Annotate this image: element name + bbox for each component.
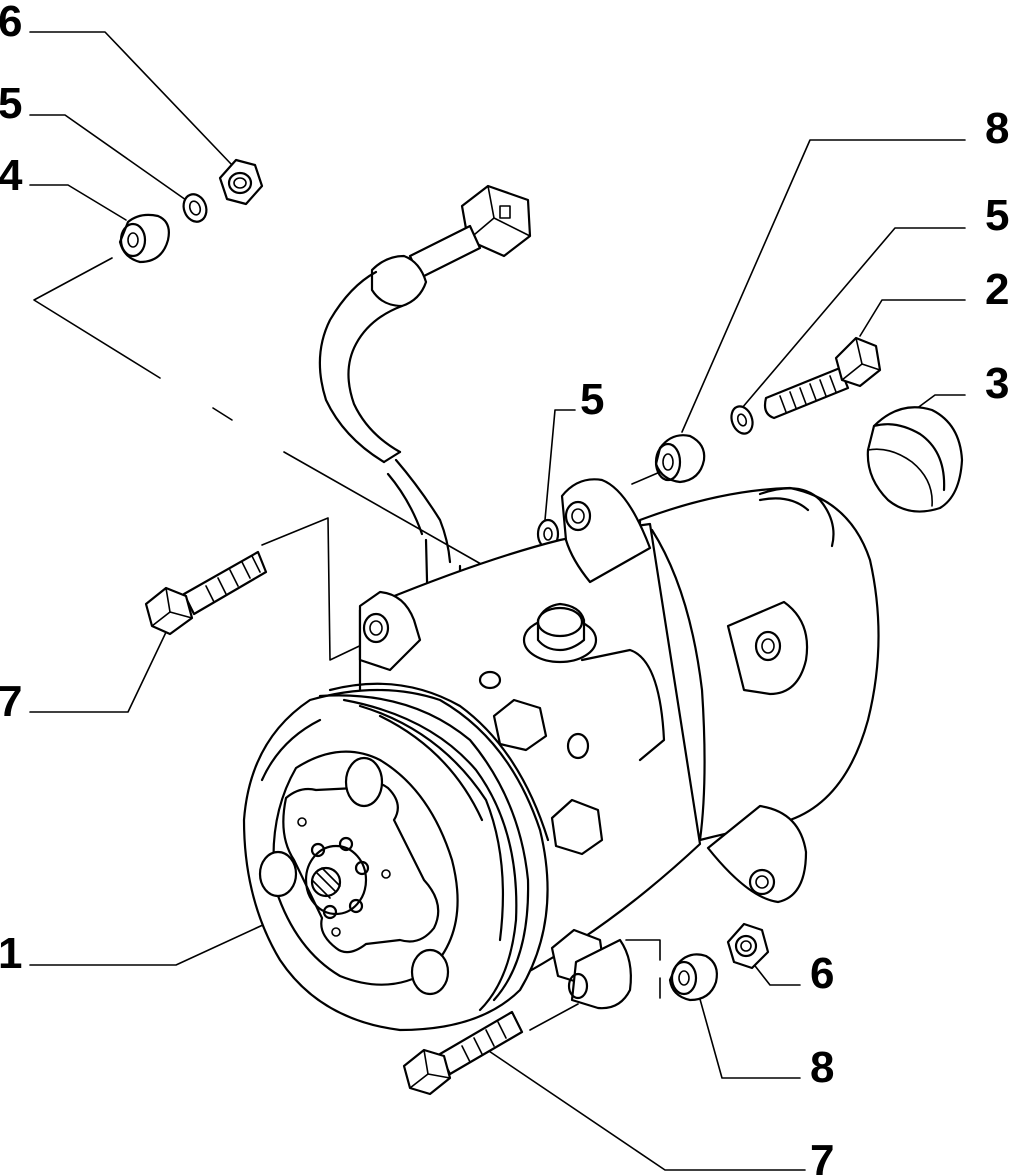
callout-3: 3 (985, 359, 1009, 408)
bolt-7-bottom (402, 1010, 524, 1096)
washer-5-top-right (730, 405, 754, 435)
callout-8-bottom: 8 (810, 1043, 834, 1092)
callout-7-left: 7 (0, 677, 22, 726)
bolt-7-left (144, 550, 268, 636)
callout-4: 4 (0, 151, 23, 200)
callout-6-top: 6 (0, 0, 22, 46)
compressor-body (242, 478, 880, 1032)
nut-6-top (218, 158, 264, 206)
washer-5-top-left (182, 193, 208, 223)
callout-2: 2 (985, 265, 1009, 314)
nut-6-bottom (726, 922, 770, 970)
callout-5-top-left: 5 (0, 79, 22, 128)
bushing-4 (118, 213, 170, 264)
callout-5-middle: 5 (580, 375, 604, 424)
callout-7-bottom: 7 (810, 1136, 834, 1175)
bushing-8-top (654, 434, 706, 484)
callout-1: 1 (0, 929, 22, 978)
bolt-2 (763, 336, 882, 420)
cap-3 (866, 406, 964, 513)
callout-6-bottom: 6 (810, 949, 834, 998)
callout-8-top: 8 (985, 104, 1009, 153)
bushing-8-bottom (668, 953, 718, 1002)
callout-5-top-right: 5 (985, 191, 1009, 240)
leader-lines (29, 31, 966, 1171)
